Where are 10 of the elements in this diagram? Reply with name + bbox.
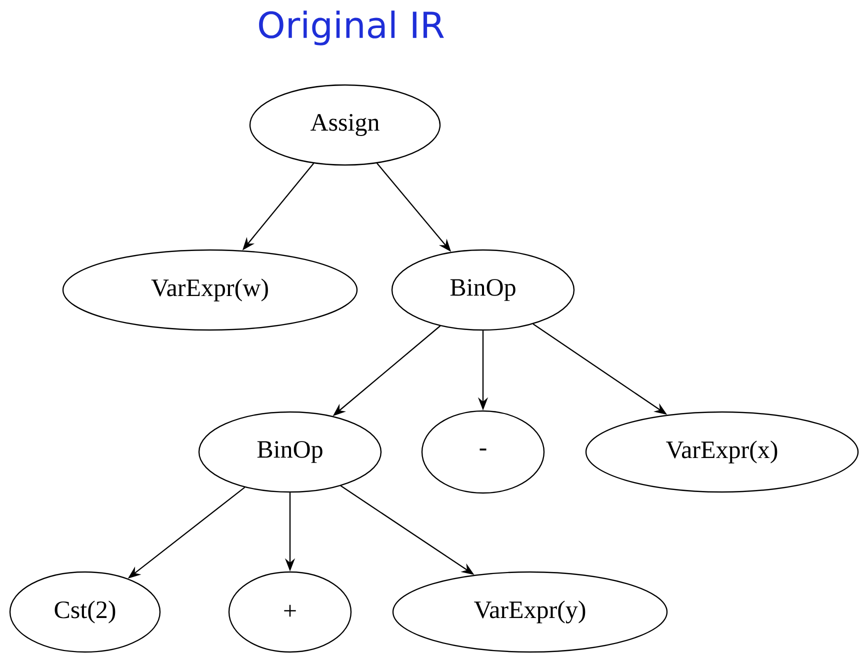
tree-node: VarExpr(y) <box>392 571 668 653</box>
tree-node: Cst(2) <box>9 571 161 653</box>
tree-node: - <box>421 410 545 494</box>
tree-node: VarExpr(x) <box>585 411 859 493</box>
title: Original IR <box>259 10 444 46</box>
tree-node: + <box>228 571 352 653</box>
tree-node: BinOp <box>198 411 382 493</box>
tree-node: Assign <box>249 84 441 166</box>
tree-node: BinOp <box>391 249 575 331</box>
tree-node: VarExpr(w) <box>62 249 358 331</box>
